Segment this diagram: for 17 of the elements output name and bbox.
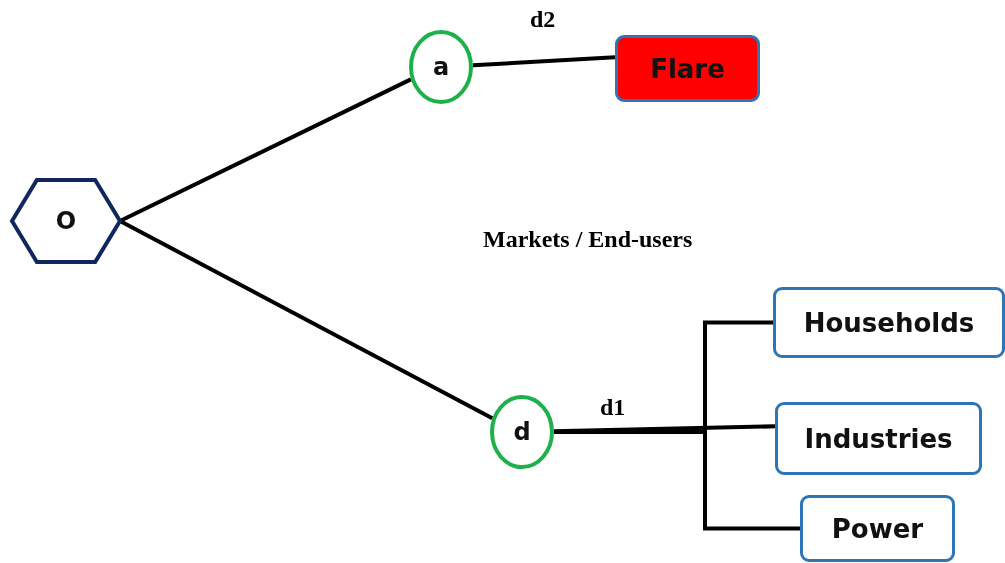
node-label: Industries bbox=[804, 423, 953, 454]
node-label: a bbox=[432, 53, 450, 81]
process-box bbox=[615, 35, 760, 102]
node-label: Households bbox=[803, 307, 975, 338]
circle-node bbox=[490, 395, 554, 469]
hexagon-node bbox=[12, 180, 120, 262]
node-label: d bbox=[513, 418, 531, 446]
node-label: Flare bbox=[650, 53, 725, 84]
process-box bbox=[775, 402, 982, 475]
node-label: Power bbox=[831, 513, 924, 544]
process-box bbox=[773, 287, 1005, 358]
process-box bbox=[800, 495, 955, 562]
node-label: O bbox=[55, 207, 77, 235]
connector-line bbox=[119, 77, 412, 223]
connector-line bbox=[119, 219, 494, 420]
connector-line bbox=[472, 55, 616, 68]
circle-node bbox=[409, 30, 473, 104]
